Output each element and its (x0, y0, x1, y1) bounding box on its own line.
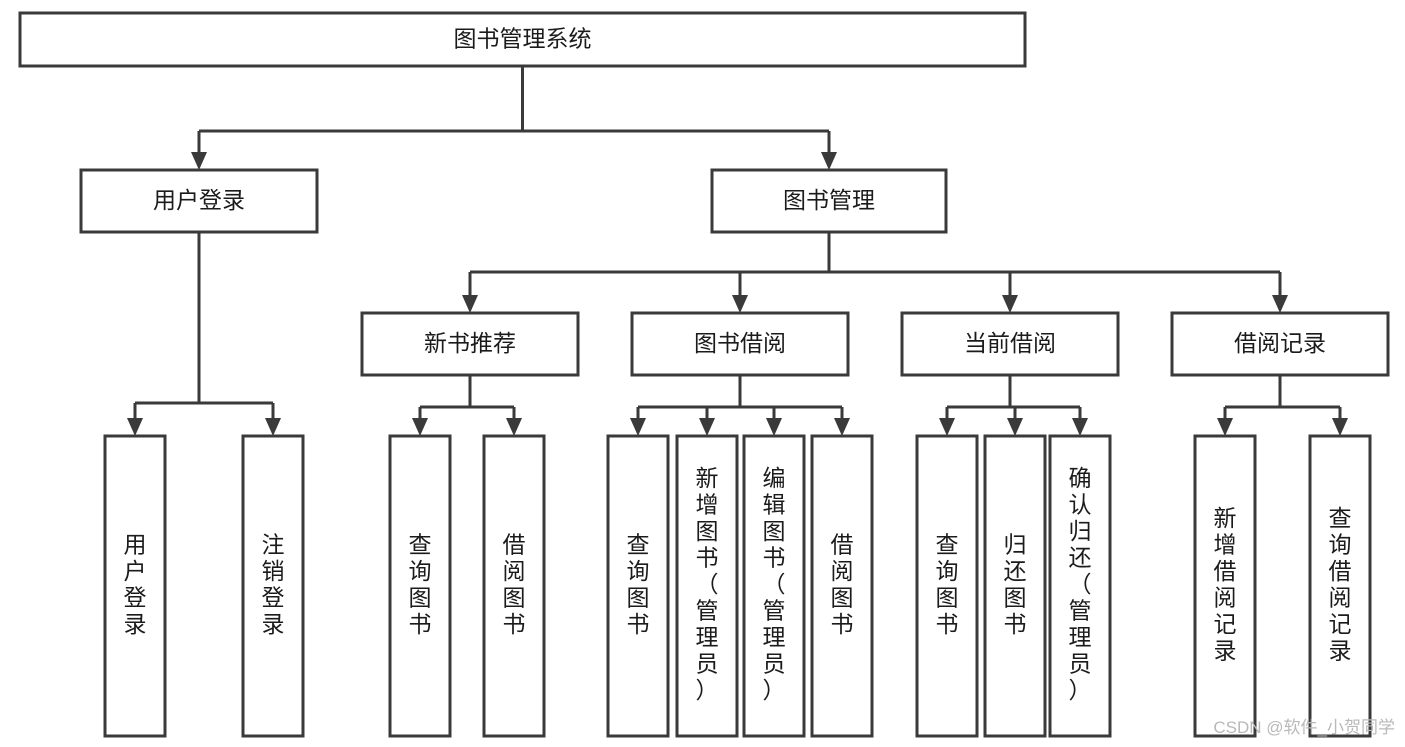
node-label-leaf-user-login: 用户登录 (124, 531, 147, 637)
node-label-leaf-query-book-recommend: 查询图书 (409, 531, 432, 637)
node-book-management[interactable]: 图书管理 (710, 168, 948, 234)
node-leaf-edit-book-admin[interactable]: 编辑图书（管理员） (742, 434, 806, 738)
arrow-head-icon (699, 418, 715, 436)
node-box-leaf-borrow-book[interactable] (810, 434, 874, 738)
node-leaf-add-book-admin[interactable]: 新增图书（管理员） (675, 434, 739, 738)
node-label-book-borrow: 图书借阅 (694, 330, 786, 356)
arrow-head-icon (1272, 295, 1288, 313)
arrow-head-icon (191, 152, 207, 170)
node-label-root: 图书管理系统 (454, 26, 592, 52)
node-leaf-logout[interactable]: 注销登录 (241, 434, 305, 738)
node-box-leaf-logout[interactable] (241, 434, 305, 738)
node-leaf-query-borrow-record[interactable]: 查询借阅记录 (1308, 434, 1372, 738)
node-leaf-user-login[interactable]: 用户登录 (103, 434, 167, 738)
node-box-book-management[interactable] (710, 168, 948, 234)
node-box-leaf-edit-book-admin[interactable] (742, 434, 806, 738)
node-leaf-borrow-book[interactable]: 借阅图书 (810, 434, 874, 738)
node-label-leaf-borrow-book-recommend: 借阅图书 (503, 531, 526, 637)
arrow-head-icon (1007, 418, 1023, 436)
node-new-book-recommend[interactable]: 新书推荐 (360, 311, 580, 377)
node-leaf-add-borrow-record[interactable]: 新增借阅记录 (1193, 434, 1257, 738)
node-box-leaf-add-borrow-record[interactable] (1193, 434, 1257, 738)
node-box-current-borrow[interactable] (900, 311, 1120, 377)
arrow-head-icon (834, 418, 850, 436)
arrow-head-layer (127, 152, 1348, 436)
arrow-head-icon (412, 418, 428, 436)
node-box-leaf-query-borrow-record[interactable] (1308, 434, 1372, 738)
arrow-head-icon (630, 418, 646, 436)
node-label-leaf-edit-book-admin: 编辑图书（管理员） (763, 465, 786, 703)
node-box-leaf-query-book-current[interactable] (915, 434, 979, 738)
node-box-root[interactable] (18, 11, 1027, 68)
node-label-leaf-return-book: 归还图书 (1004, 531, 1027, 637)
arrow-head-icon (821, 152, 837, 170)
node-root[interactable]: 图书管理系统 (18, 11, 1027, 68)
node-leaf-confirm-return-admin[interactable]: 确认归还（管理员） (1048, 434, 1112, 738)
node-box-book-borrow[interactable] (630, 311, 850, 377)
node-box-borrow-record[interactable] (1170, 311, 1390, 377)
node-leaf-borrow-book-recommend[interactable]: 借阅图书 (482, 434, 546, 738)
node-book-borrow[interactable]: 图书借阅 (630, 311, 850, 377)
node-label-leaf-add-book-admin: 新增图书（管理员） (696, 465, 719, 703)
node-borrow-record[interactable]: 借阅记录 (1170, 311, 1390, 377)
arrow-head-icon (1217, 418, 1233, 436)
node-label-leaf-query-borrow-record: 查询借阅记录 (1329, 505, 1352, 664)
node-label-leaf-borrow-book: 借阅图书 (831, 531, 854, 637)
arrow-head-icon (1002, 295, 1018, 313)
arrow-head-icon (766, 418, 782, 436)
arrow-head-icon (506, 418, 522, 436)
node-user-login[interactable]: 用户登录 (79, 168, 319, 234)
node-box-user-login[interactable] (79, 168, 319, 234)
node-label-leaf-confirm-return-admin: 确认归还（管理员） (1069, 465, 1092, 703)
arrow-head-icon (939, 418, 955, 436)
node-box-leaf-add-book-admin[interactable] (675, 434, 739, 738)
node-label-leaf-add-borrow-record: 新增借阅记录 (1214, 505, 1237, 664)
node-current-borrow[interactable]: 当前借阅 (900, 311, 1120, 377)
node-box-leaf-confirm-return-admin[interactable] (1048, 434, 1112, 738)
node-box-leaf-user-login[interactable] (103, 434, 167, 738)
node-label-new-book-recommend: 新书推荐 (424, 330, 516, 356)
node-box-new-book-recommend[interactable] (360, 311, 580, 377)
arrow-head-icon (732, 295, 748, 313)
node-layer: 图书管理系统用户登录图书管理新书推荐图书借阅当前借阅借阅记录用户登录注销登录查询… (18, 11, 1390, 738)
node-box-leaf-return-book[interactable] (983, 434, 1047, 738)
node-label-leaf-logout: 注销登录 (262, 531, 285, 637)
arrow-head-icon (127, 418, 143, 436)
node-label-book-management: 图书管理 (783, 187, 875, 213)
node-leaf-query-book-recommend[interactable]: 查询图书 (388, 434, 452, 738)
node-label-borrow-record: 借阅记录 (1234, 330, 1326, 356)
node-label-leaf-query-book-current: 查询图书 (936, 531, 959, 637)
node-label-current-borrow: 当前借阅 (964, 330, 1056, 356)
node-leaf-return-book[interactable]: 归还图书 (983, 434, 1047, 738)
node-leaf-query-book-borrow[interactable]: 查询图书 (606, 434, 670, 738)
arrow-head-icon (1072, 418, 1088, 436)
arrow-head-icon (462, 295, 478, 313)
node-box-leaf-borrow-book-recommend[interactable] (482, 434, 546, 738)
watermark-layer: CSDN @软件_小贺同学 (1213, 718, 1395, 737)
node-box-leaf-query-book-recommend[interactable] (388, 434, 452, 738)
watermark-label: CSDN @软件_小贺同学 (1213, 718, 1395, 737)
node-leaf-query-book-current[interactable]: 查询图书 (915, 434, 979, 738)
arrow-head-icon (265, 418, 281, 436)
arrow-head-icon (1332, 418, 1348, 436)
node-box-leaf-query-book-borrow[interactable] (606, 434, 670, 738)
node-label-user-login: 用户登录 (153, 187, 245, 213)
node-label-leaf-query-book-borrow: 查询图书 (627, 531, 650, 637)
